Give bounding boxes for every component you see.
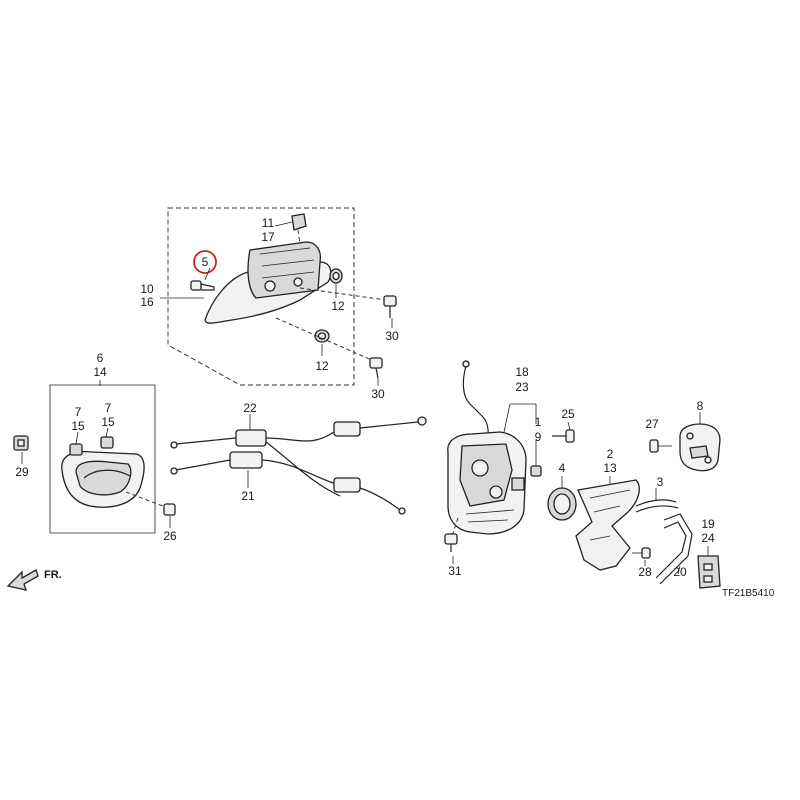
callout-10: 10 — [140, 282, 154, 296]
callout-24: 24 — [701, 531, 715, 545]
cylinder-clip — [291, 213, 307, 231]
leader-lines — [21, 221, 709, 575]
front-direction-arrow — [6, 569, 39, 591]
callout-30-lower: 30 — [371, 387, 385, 401]
direction-label: FR. — [44, 569, 62, 581]
bolt-9 — [530, 465, 542, 477]
callout-20: 20 — [673, 565, 687, 579]
callout-4: 4 — [559, 461, 566, 475]
rod-20 — [655, 513, 693, 585]
callout-29: 29 — [15, 465, 29, 479]
callout-14: 14 — [93, 365, 107, 379]
lock-cover — [575, 479, 640, 571]
callout-9: 9 — [535, 430, 542, 444]
callout-2: 2 — [607, 447, 614, 461]
callout-16: 16 — [140, 295, 154, 309]
callout-7-right: 7 — [105, 401, 112, 415]
highlight-circle — [193, 250, 217, 274]
pin-part-5 — [190, 280, 215, 291]
callout-17: 17 — [261, 230, 275, 244]
screw-27 — [649, 439, 672, 453]
callout-12-lower: 12 — [315, 359, 329, 373]
callout-21: 21 — [241, 489, 255, 503]
screw-25 — [552, 429, 575, 443]
callout-27: 27 — [645, 417, 659, 431]
callout-23: 23 — [515, 380, 529, 394]
inside-handle-group-outline — [49, 384, 156, 534]
callout-22: 22 — [243, 401, 257, 415]
cable-22 — [170, 416, 427, 449]
screw-26 — [125, 491, 176, 516]
callout-13: 13 — [603, 461, 617, 475]
callout-15-left: 15 — [71, 419, 85, 433]
screw-31 — [444, 517, 459, 552]
callout-30-upper: 30 — [385, 329, 399, 343]
callout-3: 3 — [657, 475, 664, 489]
callout-18: 18 — [515, 365, 529, 379]
handle-group-outline — [167, 207, 355, 386]
callout-28: 28 — [638, 565, 652, 579]
callout-25: 25 — [561, 407, 575, 421]
callout-1: 1 — [535, 415, 542, 429]
callout-7-left: 7 — [75, 405, 82, 419]
switch-19 — [697, 555, 721, 589]
callout-5: 5 — [202, 255, 209, 269]
callout-19: 19 — [701, 517, 715, 531]
striker-8 — [679, 423, 721, 472]
clip-right-7 — [100, 436, 114, 449]
drawing-code: TF21B5410 — [722, 588, 775, 599]
callout-26: 26 — [163, 529, 177, 543]
seal-4 — [547, 487, 577, 521]
cable-21 — [170, 441, 406, 515]
callout-31: 31 — [448, 564, 462, 578]
callout-11: 11 — [262, 216, 275, 230]
bolt-lower-30 — [369, 357, 383, 379]
callout-15-right: 15 — [101, 415, 115, 429]
rod-3 — [635, 499, 679, 513]
callout-6: 6 — [97, 351, 104, 365]
clip-left-7 — [69, 443, 83, 456]
bolt-upper-30 — [383, 295, 397, 318]
callout-12-upper: 12 — [331, 299, 345, 313]
callout-8: 8 — [697, 399, 704, 413]
screw-28 — [632, 547, 651, 559]
clip-29 — [13, 435, 29, 451]
